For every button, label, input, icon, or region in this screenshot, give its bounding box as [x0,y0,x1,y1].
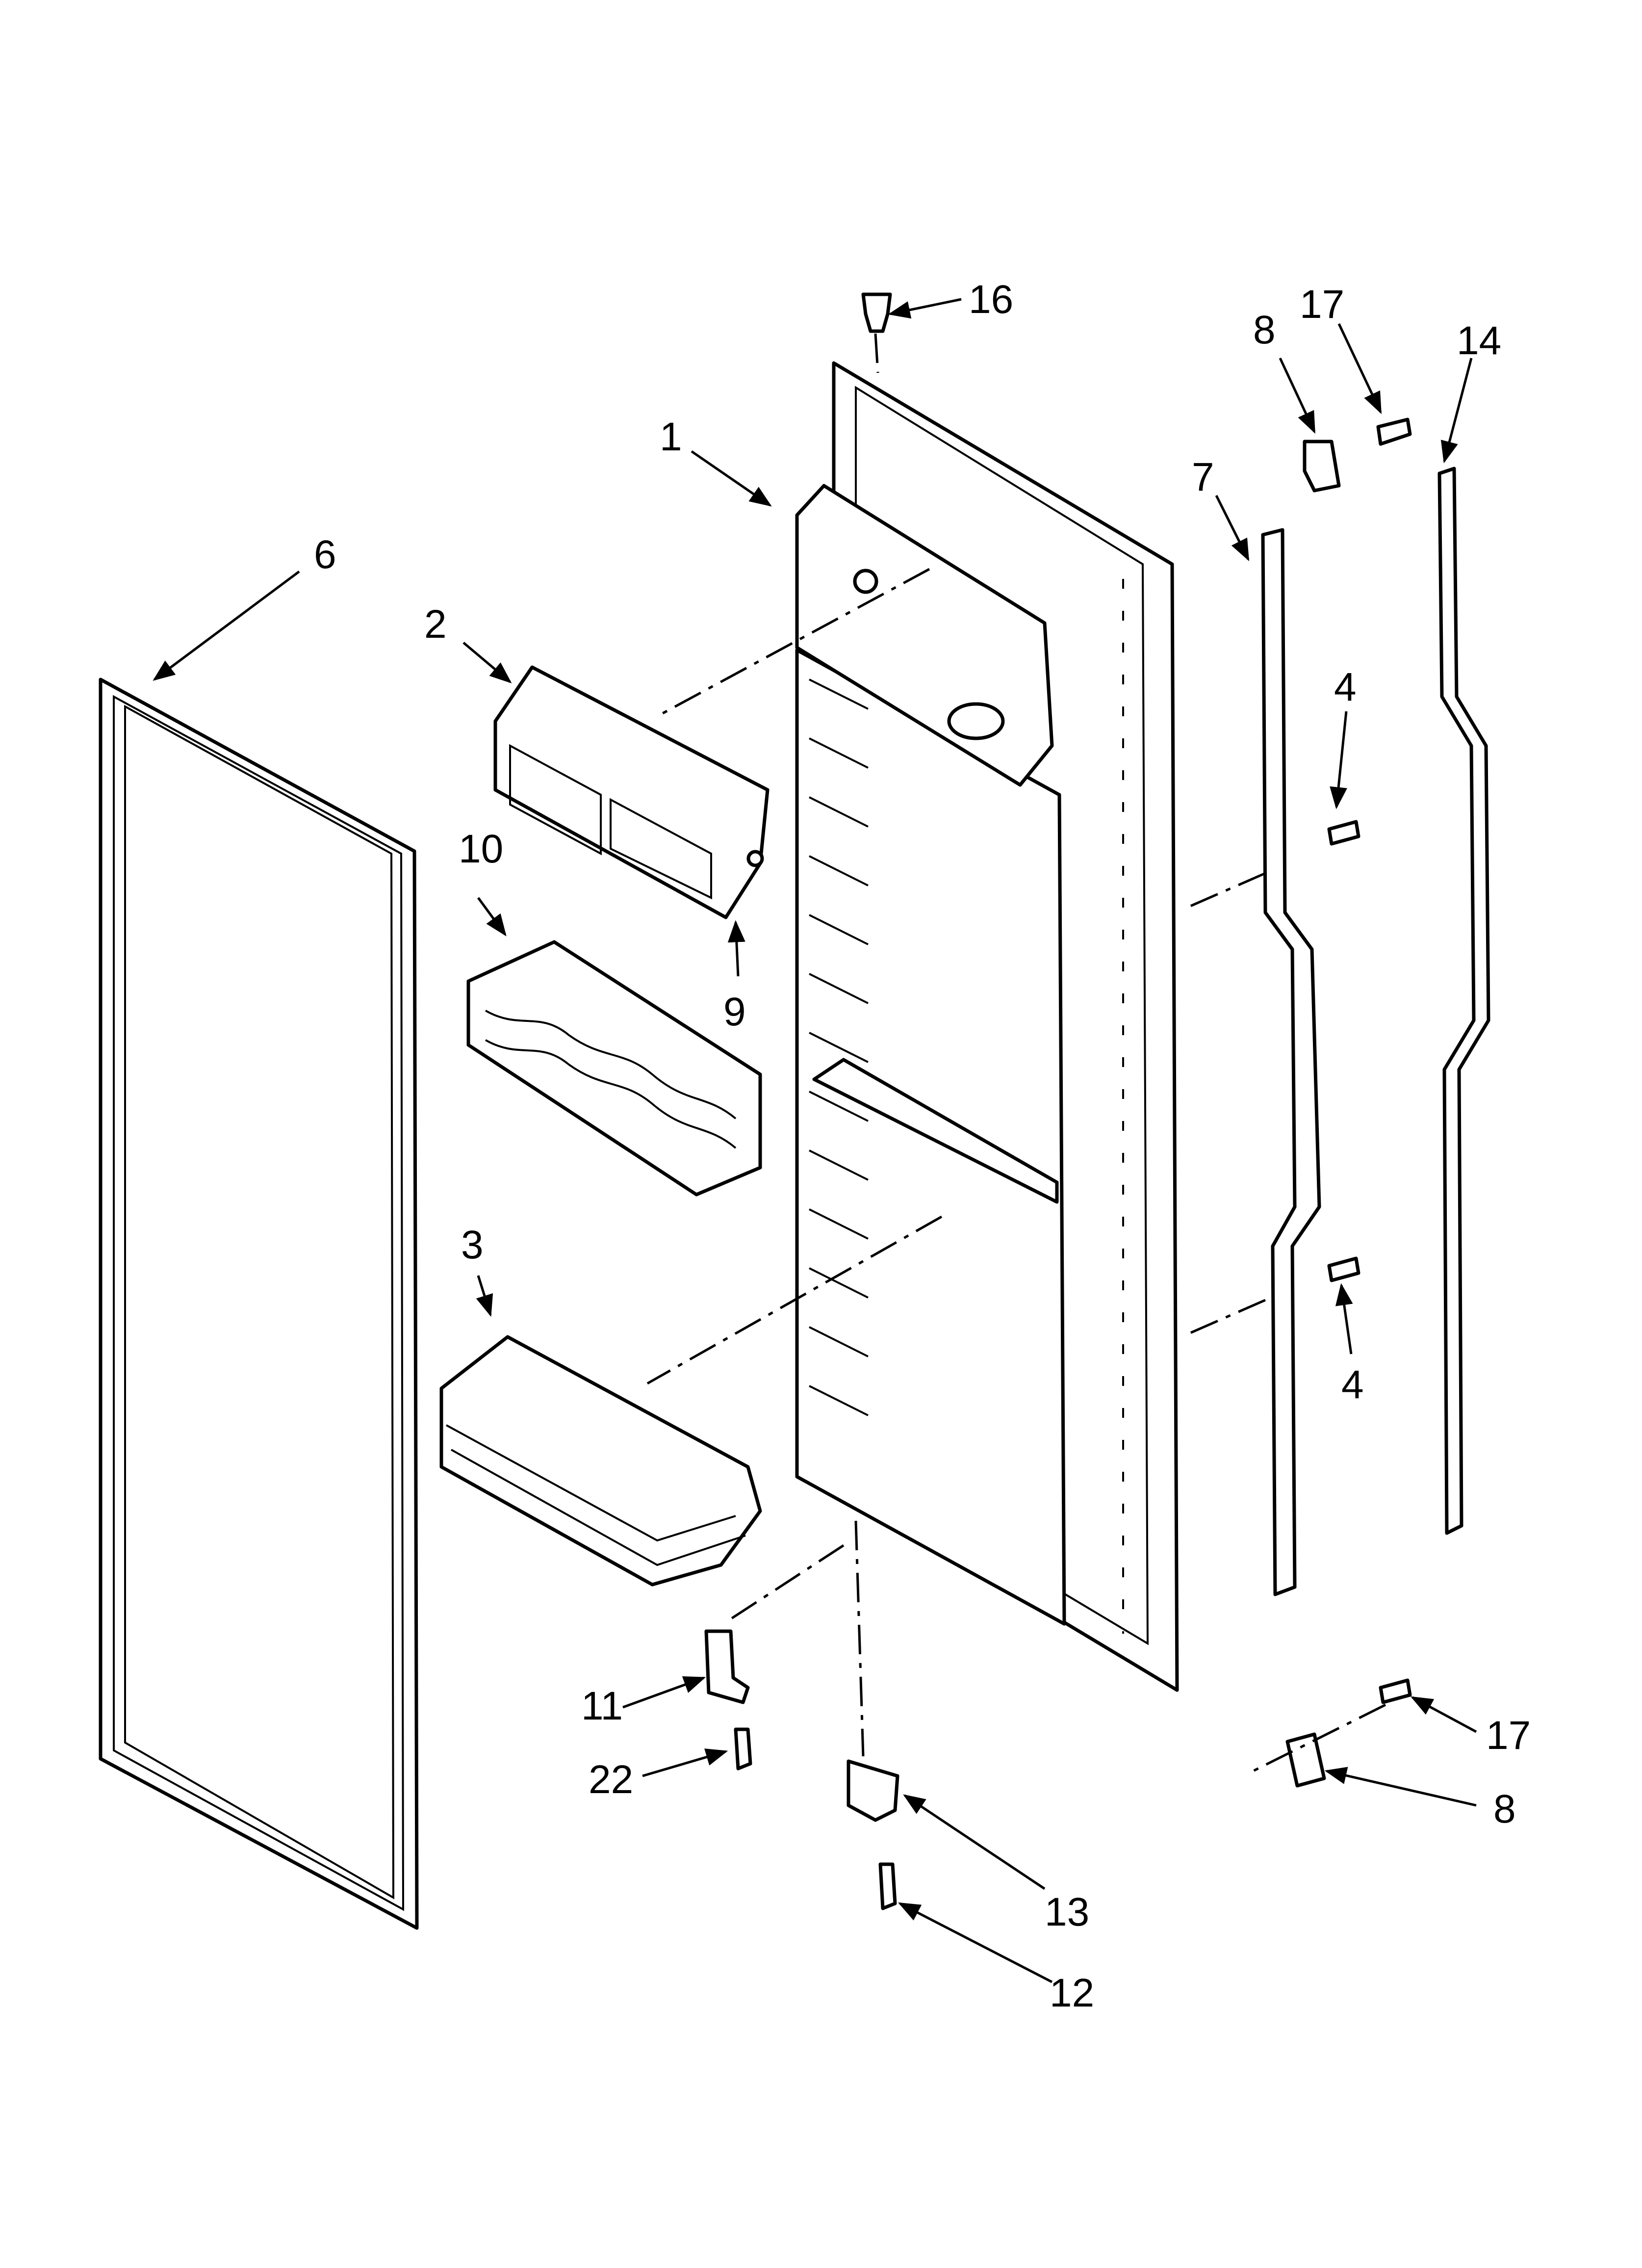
screws-and-hardware [704,292,1412,1910]
door-gasket [99,678,419,1930]
callout-3: 3 [461,1223,484,1267]
callout-10: 10 [459,827,503,871]
callout-4-upper: 4 [1334,665,1357,709]
door-trim-rail [1261,528,1321,1596]
door-trim-strip [1437,467,1490,1535]
callout-6: 6 [314,532,336,577]
callout-leaders [153,298,1477,1983]
assembly-lines [646,333,1386,1773]
callout-14: 14 [1457,318,1501,363]
callout-11: 11 [581,1684,623,1728]
callout-17-top: 17 [1300,282,1344,327]
callout-labels: 16 8 17 14 1 7 6 2 4 10 9 3 4 11 22 17 8… [314,277,1531,2015]
callout-8-top: 8 [1253,308,1276,352]
callout-17-bottom: 17 [1486,1713,1531,1758]
callout-16: 16 [969,277,1013,322]
callout-2: 2 [424,602,447,647]
dispenser-cover [493,665,770,919]
callout-12: 12 [1050,1971,1094,2015]
door-bin [439,1335,762,1587]
callout-7: 7 [1192,455,1214,499]
callout-8-bottom: 8 [1493,1787,1516,1831]
callout-1: 1 [660,415,682,459]
callout-13: 13 [1045,1890,1089,1934]
door-liner [795,361,1179,1692]
egg-tray [466,940,762,1197]
callout-9: 9 [723,990,746,1034]
callout-4-lower: 4 [1341,1362,1364,1407]
callout-22: 22 [589,1757,633,1802]
